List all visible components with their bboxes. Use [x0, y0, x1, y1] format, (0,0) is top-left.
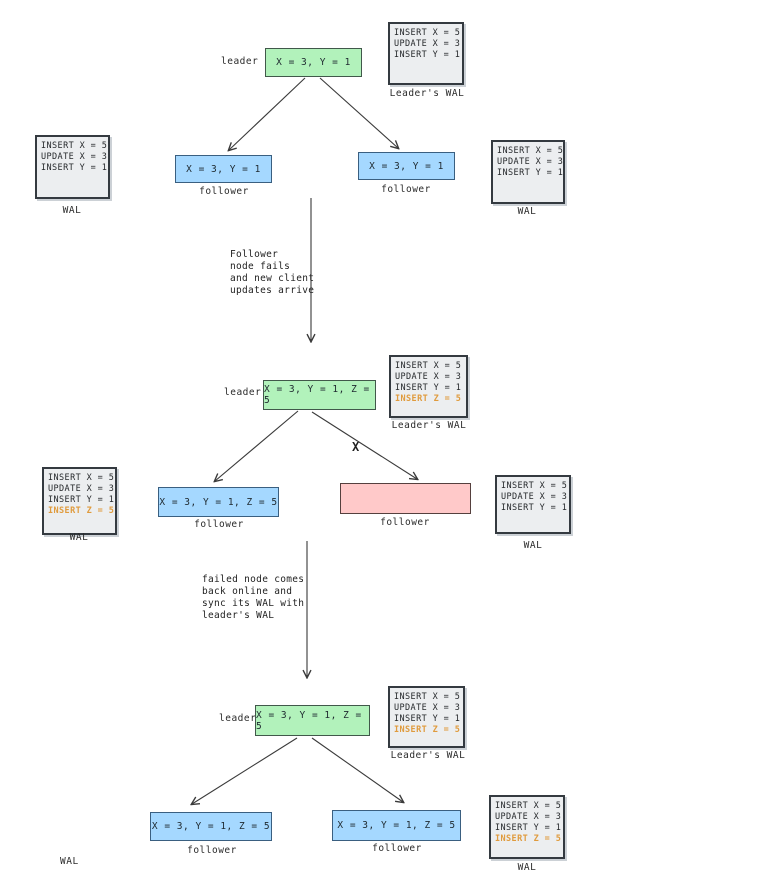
wal-box-s1-left: INSERT X = 5 UPDATE X = 3 INSERT Y = 1: [35, 135, 110, 199]
wal-entry: INSERT X = 5: [41, 141, 108, 151]
wal-entry: INSERT X = 5: [501, 481, 568, 491]
follower-label-s1-left: follower: [199, 186, 249, 197]
leader-label-s3: leader: [219, 713, 257, 724]
leader-node-s2-value: X = 3, Y = 1, Z = 5: [264, 384, 370, 406]
wal-box-s2-left: INSERT X = 5 UPDATE X = 3 INSERT Y = 1 I…: [42, 467, 117, 535]
wal-entry: INSERT X = 5: [395, 361, 462, 371]
wal-label-s1-right: WAL: [517, 206, 537, 217]
wal-label-s2-left: WAL: [69, 532, 89, 543]
leaders-wal-box-s3: INSERT X = 5 UPDATE X = 3 INSERT Y = 1 I…: [388, 686, 465, 748]
wal-entry: UPDATE X = 3: [48, 484, 115, 494]
leader-label-s2: leader: [224, 387, 262, 398]
follower-label-s2-left: follower: [194, 519, 244, 530]
leaders-wal-box-s1: INSERT X = 5 UPDATE X = 3 INSERT Y = 1: [388, 22, 464, 85]
leaders-wal-label-s2: Leader's WAL: [391, 420, 467, 431]
leaders-wal-label-s3: Leader's WAL: [390, 750, 466, 761]
wal-entry: INSERT Y = 1: [48, 495, 115, 505]
wal-box-s1-right: INSERT X = 5 UPDATE X = 3 INSERT Y = 1: [491, 140, 565, 204]
wal-entry: INSERT Y = 1: [394, 714, 461, 724]
wal-box-s2-right: INSERT X = 5 UPDATE X = 3 INSERT Y = 1: [495, 475, 571, 534]
wal-label-s2-right: WAL: [523, 540, 543, 551]
broken-link-x-mark: X: [352, 440, 360, 454]
wal-entry: UPDATE X = 3: [501, 492, 568, 502]
wal-entry: UPDATE X = 3: [495, 812, 562, 822]
follower-node-s2-left-value: X = 3, Y = 1, Z = 5: [159, 496, 278, 508]
follower-label-s2-failed: follower: [380, 517, 430, 528]
wal-entry: INSERT Y = 1: [394, 50, 461, 60]
leader-node-s1-value: X = 3, Y = 1: [276, 57, 351, 68]
failed-follower-node-s2: [340, 483, 471, 514]
wal-entry-highlighted: INSERT Z = 5: [395, 394, 462, 404]
arrow-s1-leader-to-left-follower: [229, 77, 306, 150]
follower-node-s2-left: X = 3, Y = 1, Z = 5: [158, 487, 279, 517]
wal-entry-highlighted: INSERT Z = 5: [495, 834, 562, 844]
wal-entry: UPDATE X = 3: [497, 157, 564, 167]
wal-entry: INSERT Y = 1: [501, 503, 568, 513]
leader-node-s3-value: X = 3, Y = 1, Z = 5: [256, 709, 362, 732]
wal-entry: INSERT Y = 1: [495, 823, 562, 833]
follower-node-s3-left-value: X = 3, Y = 1, Z = 5: [151, 821, 271, 832]
arrow-s1-leader-to-right-follower: [319, 77, 398, 148]
follower-node-s3-left: X = 3, Y = 1, Z = 5: [150, 812, 272, 841]
transition-note-2: failed node comes back online and sync i…: [202, 574, 305, 621]
follower-node-s1-right-value: X = 3, Y = 1: [369, 160, 444, 172]
wal-entry-highlighted: INSERT Z = 5: [394, 725, 461, 735]
follower-label-s3-left: follower: [187, 845, 237, 856]
wal-entry: UPDATE X = 3: [394, 39, 461, 49]
wal-entry: INSERT Y = 1: [395, 383, 462, 393]
leaders-wal-label-s1: Leader's WAL: [389, 88, 465, 99]
transition-note-1: Follower node fails and new client updat…: [230, 249, 315, 296]
wal-entry: INSERT X = 5: [495, 801, 562, 811]
leader-node-s3: X = 3, Y = 1, Z = 5: [255, 705, 370, 736]
leader-label-s1: leader: [221, 56, 259, 67]
arrow-s3-leader-to-left-follower: [192, 737, 298, 804]
follower-node-s1-left: X = 3, Y = 1: [175, 155, 272, 183]
wal-label-s1-left: WAL: [62, 205, 82, 216]
follower-node-s1-left-value: X = 3, Y = 1: [186, 163, 261, 175]
wal-label-s3-left: WAL: [60, 856, 79, 867]
follower-label-s1-right: follower: [381, 184, 431, 195]
follower-node-s1-right: X = 3, Y = 1: [358, 152, 455, 180]
follower-node-s3-right: X = 3, Y = 1, Z = 5: [332, 810, 461, 841]
leader-node-s2: X = 3, Y = 1, Z = 5: [263, 380, 376, 410]
wal-entry: UPDATE X = 3: [395, 372, 462, 382]
follower-label-s3-right: follower: [372, 843, 422, 854]
wal-box-s3-right: INSERT X = 5 UPDATE X = 3 INSERT Y = 1 I…: [489, 795, 565, 859]
leaders-wal-box-s2: INSERT X = 5 UPDATE X = 3 INSERT Y = 1 I…: [389, 355, 468, 418]
wal-entry: INSERT X = 5: [497, 146, 564, 156]
wal-entry: INSERT Y = 1: [497, 168, 564, 178]
wal-entry: INSERT X = 5: [48, 473, 115, 483]
wal-entry: INSERT Y = 1: [41, 163, 108, 173]
wal-entry: UPDATE X = 3: [41, 152, 108, 162]
leader-node-s1: X = 3, Y = 1: [265, 48, 362, 77]
arrow-s2-leader-to-left-follower: [215, 410, 299, 481]
wal-entry-highlighted: INSERT Z = 5: [48, 506, 115, 516]
wal-entry: UPDATE X = 3: [394, 703, 461, 713]
wal-label-s3-right: WAL: [517, 862, 537, 873]
follower-node-s3-right-value: X = 3, Y = 1, Z = 5: [337, 820, 456, 831]
wal-entry: INSERT X = 5: [394, 28, 461, 38]
wal-entry: INSERT X = 5: [394, 692, 461, 702]
